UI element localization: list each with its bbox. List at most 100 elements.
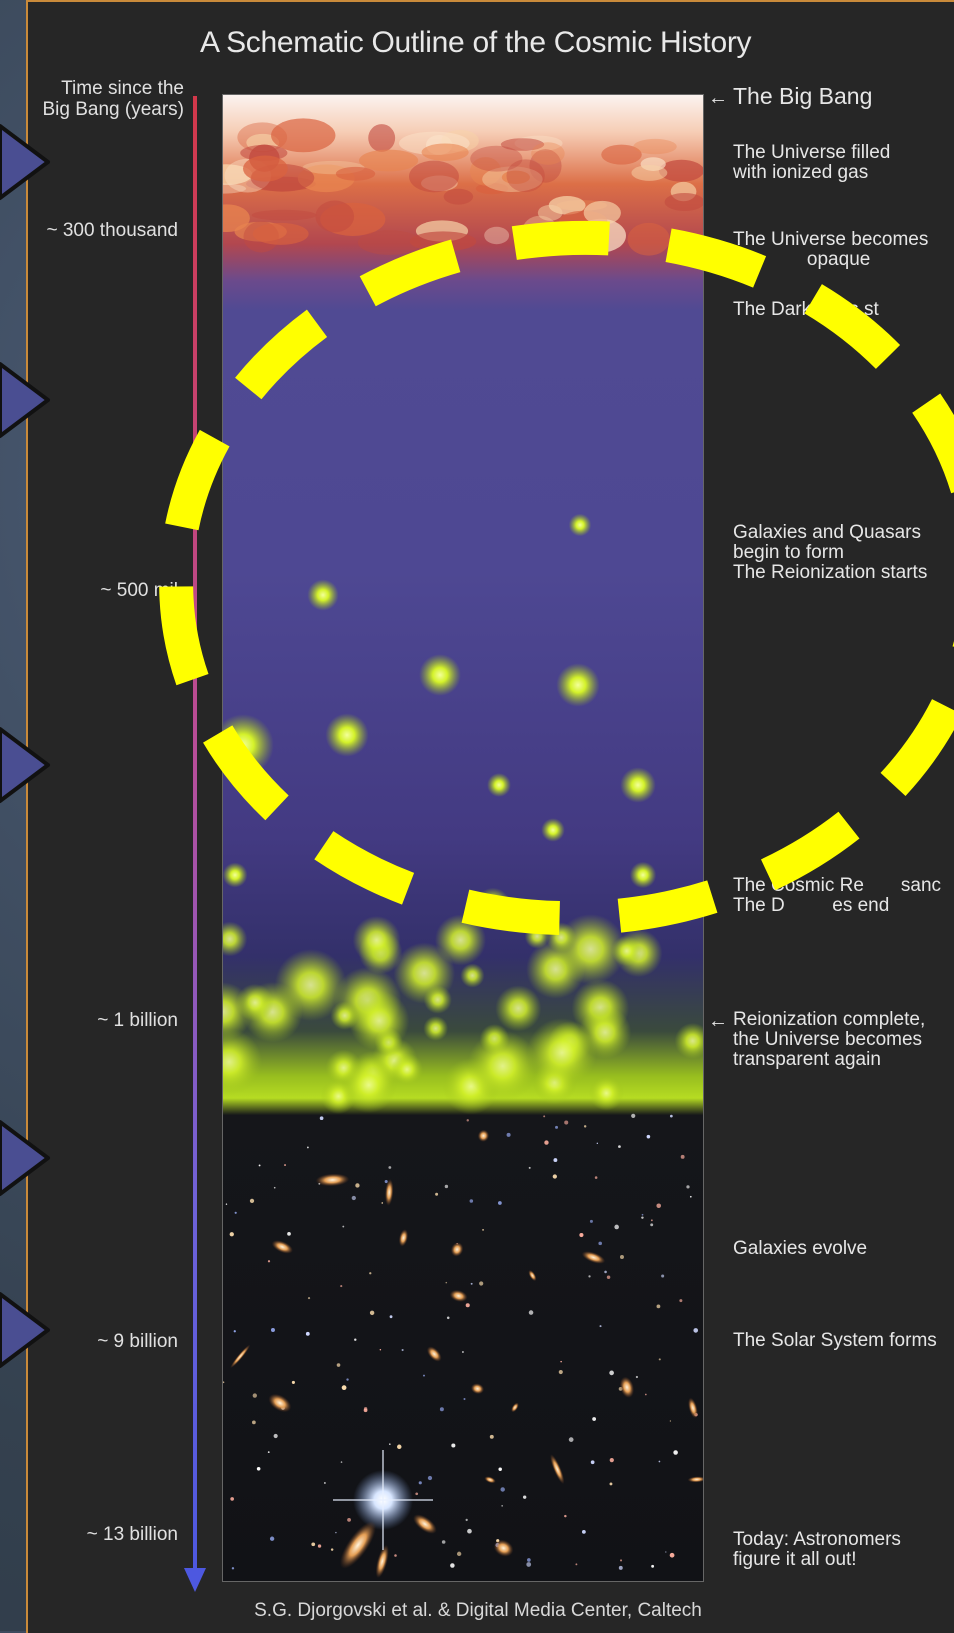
distant-galaxy xyxy=(477,1129,490,1142)
triangle-pointer-icon xyxy=(0,727,50,803)
distant-star xyxy=(252,1393,257,1398)
glow-spot xyxy=(568,513,592,537)
distant-star xyxy=(441,1540,446,1544)
glow-spot xyxy=(556,663,600,707)
distant-star xyxy=(609,1482,613,1486)
event-reionization-complete-line2: the Universe becomes xyxy=(733,1029,923,1050)
distant-star xyxy=(552,1174,557,1179)
distant-star xyxy=(427,1475,433,1481)
distant-star xyxy=(389,1315,393,1319)
distant-star xyxy=(641,1216,644,1219)
event-solar-system-label: The Solar System forms xyxy=(733,1330,937,1351)
glow-spot xyxy=(434,914,487,966)
event-solar-system: The Solar System forms xyxy=(733,1331,937,1351)
triangle-pointer-icon xyxy=(0,1292,50,1368)
distant-star xyxy=(656,1203,662,1209)
distant-star xyxy=(609,1457,614,1463)
distant-star xyxy=(469,1199,474,1203)
distant-star xyxy=(467,1528,472,1534)
flame-wisp xyxy=(357,230,422,255)
glow-spot xyxy=(223,921,248,957)
flame-wisp xyxy=(631,164,668,181)
flame-wisp xyxy=(537,204,563,221)
triangle-pointer-icon xyxy=(0,362,50,438)
distant-galaxy xyxy=(470,1383,485,1395)
distant-star xyxy=(658,1358,661,1361)
distant-star xyxy=(307,1297,311,1300)
distant-star xyxy=(680,1154,685,1159)
distant-star xyxy=(319,1116,324,1121)
distant-star xyxy=(341,1385,347,1391)
event-reionization-complete-line1: Reionization complete, xyxy=(733,1009,926,1030)
distant-star xyxy=(256,1466,261,1471)
distant-star xyxy=(423,1374,425,1377)
flame-wisp xyxy=(548,195,586,215)
ionized-gas-flames xyxy=(223,118,703,256)
event-galaxies-quasars-line3: The Reionization starts xyxy=(733,562,928,583)
distant-star xyxy=(673,1450,678,1455)
triangle-pointer-icon xyxy=(0,124,50,200)
distant-galaxy xyxy=(315,1173,350,1187)
flame-wisp xyxy=(658,159,703,182)
distant-star xyxy=(528,1166,531,1169)
distant-star xyxy=(560,1360,562,1363)
distant-star xyxy=(651,1564,655,1568)
distant-star xyxy=(526,1562,532,1567)
event-universe-opaque: The Universe becomes ne opaque xyxy=(733,230,928,270)
distant-star xyxy=(575,1563,578,1566)
distant-star xyxy=(479,1281,484,1286)
distant-galaxy xyxy=(581,1251,606,1264)
glow-spot xyxy=(674,1022,703,1059)
early-galaxy-glows xyxy=(223,513,703,1115)
flame-wisp xyxy=(501,170,530,184)
distant-star xyxy=(397,1444,402,1450)
flame-wisp xyxy=(531,142,565,165)
time-axis-title: Time since the Big Bang (years) xyxy=(26,78,184,120)
glow-spot xyxy=(307,579,339,611)
event-cosmic-renaissance-line2: The D es end xyxy=(733,895,890,916)
time-label-300-thousand: ~ 300 thousand xyxy=(46,220,178,241)
flame-wisp xyxy=(529,149,562,183)
flame-wisp xyxy=(601,144,642,165)
distant-star xyxy=(646,1134,651,1139)
distant-star xyxy=(594,1176,598,1179)
glow-spot xyxy=(423,1016,449,1041)
event-ionized-gas: The Universe filled with ionized gas xyxy=(733,143,890,183)
flame-wisp xyxy=(315,200,355,233)
distant-star xyxy=(686,1185,690,1189)
distant-star xyxy=(340,1285,343,1288)
event-galaxies-quasars: Galaxies and Quasars begin to form The R… xyxy=(733,523,927,583)
distant-star xyxy=(641,1213,644,1216)
distant-galaxy xyxy=(687,1476,703,1483)
flame-wisp xyxy=(409,160,459,193)
distant-star xyxy=(340,1461,343,1463)
flame-wisp xyxy=(359,149,419,172)
distant-star xyxy=(291,1380,295,1384)
deep-field-galaxies xyxy=(223,1113,703,1579)
distant-star xyxy=(347,1517,351,1522)
distant-galaxy xyxy=(339,1521,377,1569)
distant-star xyxy=(583,1125,587,1128)
distant-star xyxy=(394,1554,397,1557)
flame-wisp xyxy=(368,124,396,152)
distant-star xyxy=(249,1198,255,1203)
distant-galaxy xyxy=(268,1393,292,1413)
distant-star xyxy=(388,1166,392,1169)
distant-star xyxy=(330,1548,334,1551)
distant-star xyxy=(590,1460,595,1465)
distant-star xyxy=(631,1113,636,1118)
time-label-9-billion: ~ 9 billion xyxy=(97,1331,178,1352)
event-today: Today: Astronomers figure it all out! xyxy=(733,1530,901,1570)
event-galaxies-quasars-line2: begin to form xyxy=(733,542,844,563)
event-reionization-complete: Reionization complete, the Universe beco… xyxy=(733,1010,925,1070)
distant-galaxy xyxy=(375,1544,389,1579)
distant-star xyxy=(317,1544,322,1548)
glow-spot xyxy=(620,767,656,803)
distant-star xyxy=(579,1233,584,1238)
event-galaxies-quasars-line1: Galaxies and Quasars xyxy=(733,522,921,543)
distant-star xyxy=(644,1393,647,1396)
distant-star xyxy=(223,1381,225,1384)
event-galaxies-evolve: Galaxies evolve xyxy=(733,1239,867,1259)
event-ionized-gas-line1: The Universe filled xyxy=(733,142,891,163)
